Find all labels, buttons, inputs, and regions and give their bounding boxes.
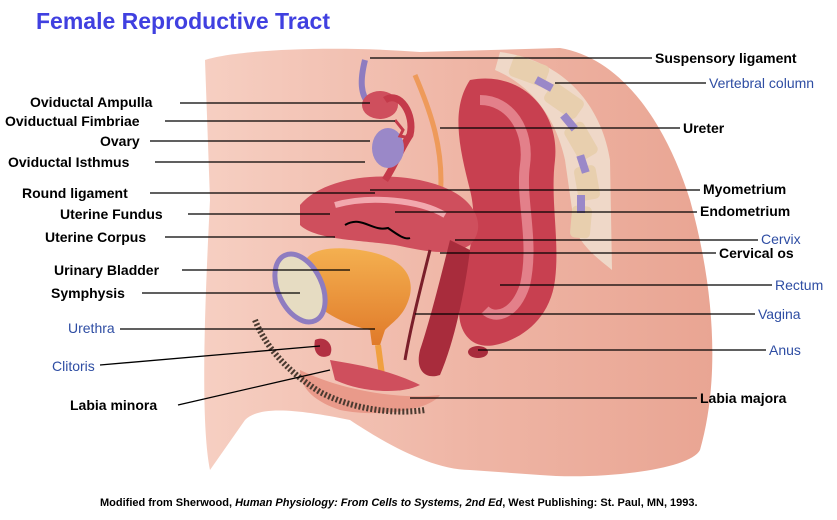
label-vertebral-column: Vertebral column [709, 75, 815, 91]
label-labia-minora: Labia minora [70, 397, 158, 413]
label-ovary: Ovary [100, 133, 140, 149]
label-uterine-fundus: Uterine Fundus [60, 206, 163, 222]
label-oviductal-ampulla: Oviductal Ampulla [30, 94, 153, 110]
label-labia-majora: Labia majora [700, 390, 787, 406]
label-ureter: Ureter [683, 120, 725, 136]
label-uterine-corpus: Uterine Corpus [45, 229, 147, 245]
credit-suffix: , West Publishing: St. Paul, MN, 1993. [502, 497, 698, 509]
label-clitoris: Clitoris [52, 358, 95, 374]
credit-prefix: Modified from Sherwood, [100, 497, 236, 509]
labia-majora-shape [300, 370, 440, 414]
ureter-shape [412, 74, 444, 201]
label-suspensory-ligament: Suspensory ligament [655, 50, 797, 66]
labia-minora-shape [330, 360, 420, 392]
label-myometrium: Myometrium [703, 181, 787, 197]
label-round-ligament: Round ligament [22, 185, 128, 201]
label-oviductual-fimbriae: Oviductual Fimbriae [5, 113, 140, 129]
label-vagina: Vagina [758, 306, 801, 322]
vagina-shape [418, 240, 470, 377]
label-urinary-bladder: Urinary Bladder [54, 262, 160, 278]
label-cervix: Cervix [761, 231, 801, 247]
clitoris-shape [314, 338, 332, 357]
vertebral-column-shape [495, 52, 612, 270]
label-oviductal-isthmus: Oviductal Isthmus [8, 154, 130, 170]
label-anus: Anus [769, 342, 801, 358]
label-cervical-os: Cervical os [719, 245, 794, 261]
credit-book-title: Human Physiology: From Cells to Systems,… [235, 497, 503, 509]
urinary-bladder-shape [304, 248, 411, 345]
label-symphysis: Symphysis [51, 285, 125, 301]
anus-shape [468, 346, 488, 358]
source-credit: Modified from Sherwood, Human Physiology… [100, 497, 698, 509]
label-endometrium: Endometrium [700, 203, 791, 219]
page-title: Female Reproductive Tract [36, 8, 330, 34]
symphysis-shape [272, 251, 328, 325]
label-urethra: Urethra [68, 320, 115, 336]
uterus-shape [300, 176, 479, 253]
label-rectum: Rectum [775, 277, 824, 293]
ovary-shape [372, 128, 404, 168]
